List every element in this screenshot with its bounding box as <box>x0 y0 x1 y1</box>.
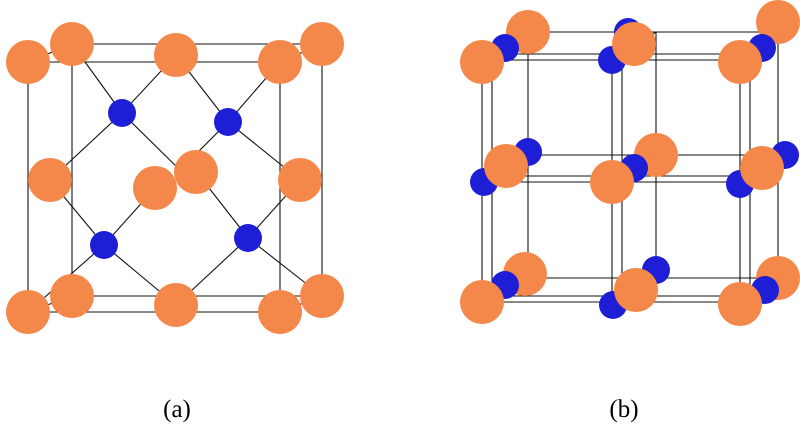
large-atom <box>50 22 94 66</box>
large-atom <box>6 290 50 334</box>
small-atom <box>90 231 118 259</box>
panel-b-atoms <box>460 0 800 326</box>
large-atom <box>133 166 177 210</box>
large-atom <box>278 158 322 202</box>
large-atom <box>740 146 784 190</box>
large-atom <box>612 22 656 66</box>
large-atom <box>460 40 504 84</box>
large-atom <box>614 268 658 312</box>
large-atom <box>258 40 302 84</box>
panel-a-caption: (a) <box>163 396 191 423</box>
large-atom <box>50 274 94 318</box>
large-atom <box>718 40 762 84</box>
large-atom <box>300 22 344 66</box>
panel-a-atoms <box>6 22 344 334</box>
large-atom <box>154 283 198 327</box>
large-atom <box>484 144 528 188</box>
large-atom <box>590 160 634 204</box>
large-atom <box>154 33 198 77</box>
small-atom <box>234 224 262 252</box>
rocksalt-unit-cell-diagram <box>460 0 800 326</box>
small-atom <box>108 99 136 127</box>
panel-b-caption: (b) <box>609 396 639 423</box>
large-atom <box>6 40 50 84</box>
large-atom <box>300 274 344 318</box>
large-atom <box>756 0 800 44</box>
large-atom <box>28 158 72 202</box>
large-atom <box>460 280 504 324</box>
zinc-blende-unit-cell-diagram <box>6 22 344 334</box>
small-atom <box>214 108 242 136</box>
large-atom <box>174 150 218 194</box>
large-atom <box>718 282 762 326</box>
large-atom <box>258 290 302 334</box>
